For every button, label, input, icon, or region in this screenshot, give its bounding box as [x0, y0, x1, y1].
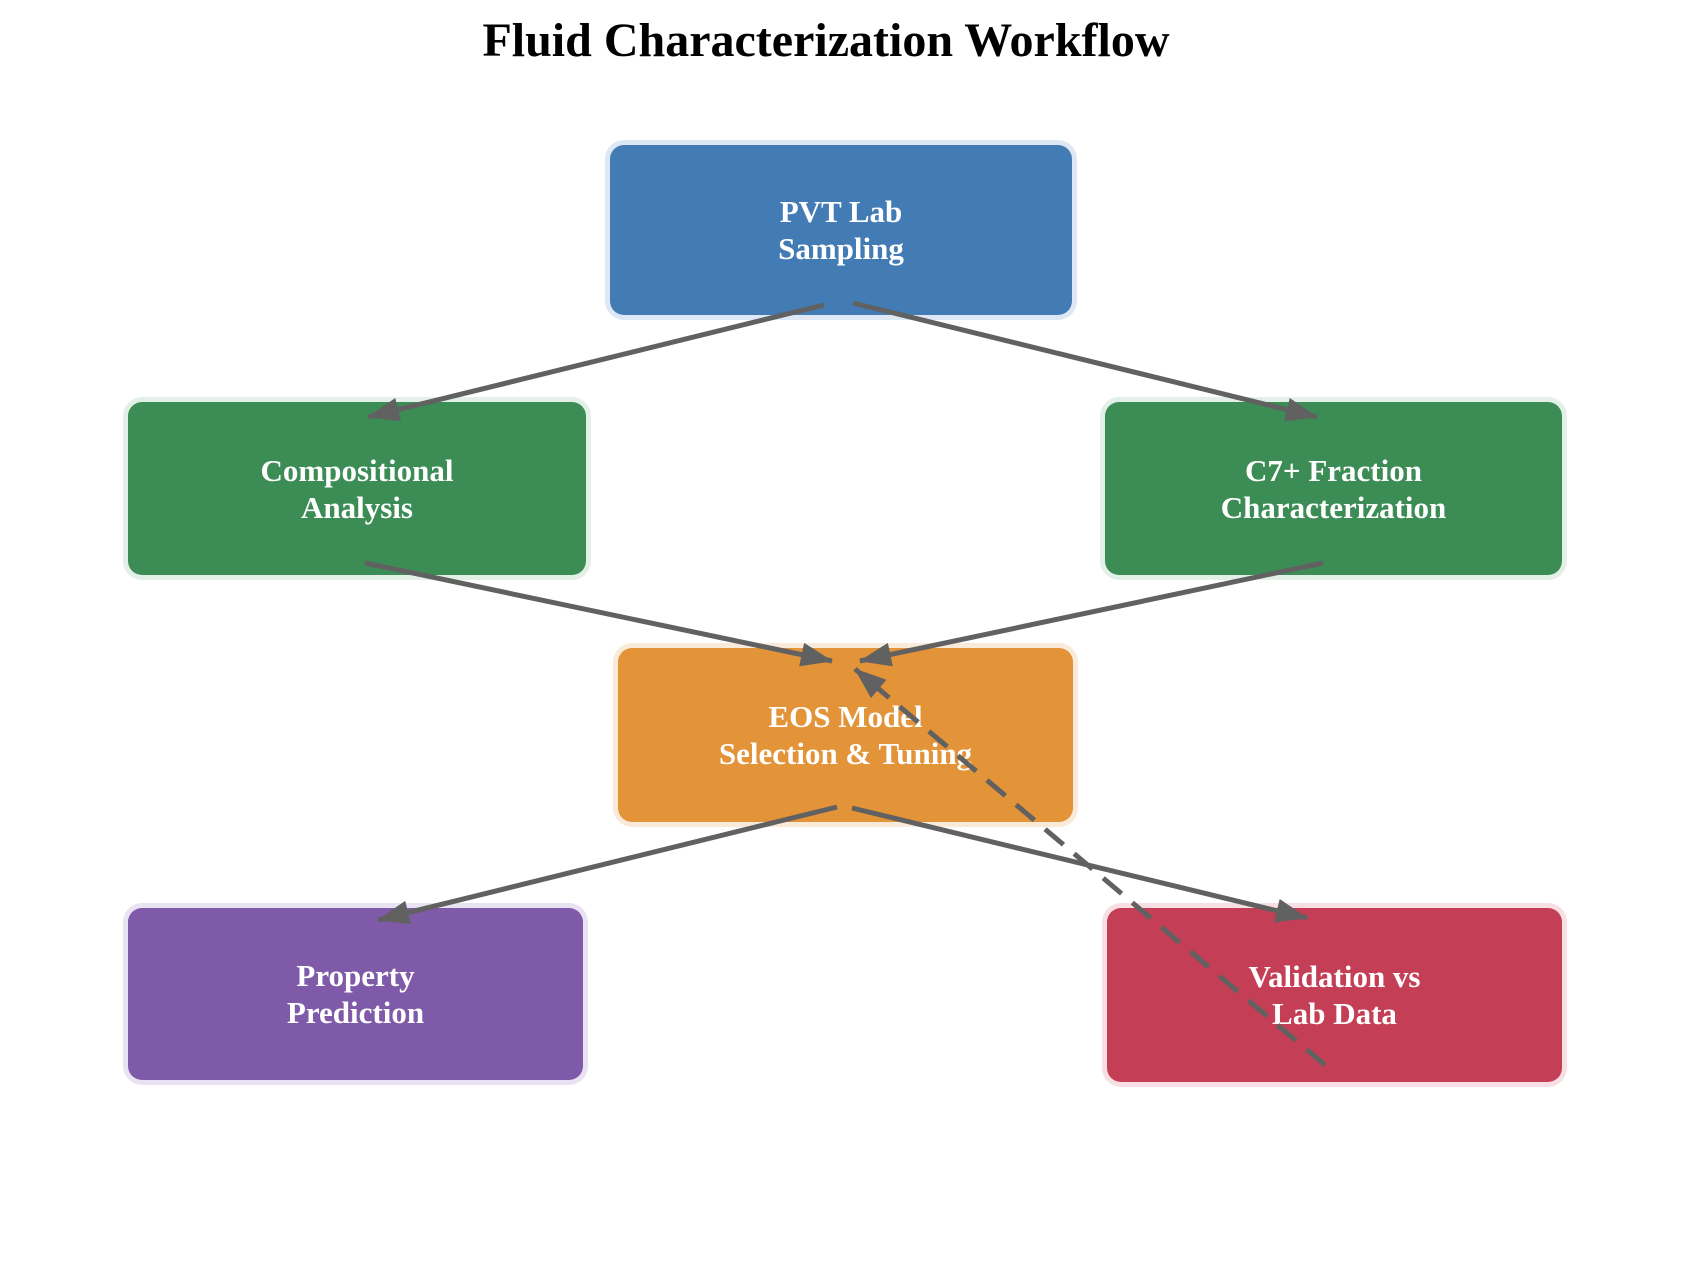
node-validation-vs-lab-data: Validation vs Lab Data [1107, 908, 1562, 1082]
node-c7-fraction-characterization: C7+ Fraction Characterization [1105, 402, 1562, 575]
diagram-title: Fluid Characterization Workflow [482, 14, 1170, 67]
edge-eos-to-validation [851, 805, 1308, 923]
edge-pvt-to-c7-fraction [852, 300, 1318, 422]
node-pvt-lab-sampling: PVT Lab Sampling [610, 145, 1072, 315]
node-property-prediction: Property Prediction [128, 908, 583, 1080]
node-eos-model-selection-tuning: EOS Model Selection & Tuning [618, 648, 1073, 822]
edge-pvt-to-compositional [367, 302, 825, 422]
edge-c7-fraction-to-eos [859, 560, 1324, 667]
edge-eos-to-property-prediction [377, 804, 838, 925]
node-compositional-analysis: Compositional Analysis [128, 402, 586, 575]
edge-compositional-to-eos [364, 560, 833, 667]
